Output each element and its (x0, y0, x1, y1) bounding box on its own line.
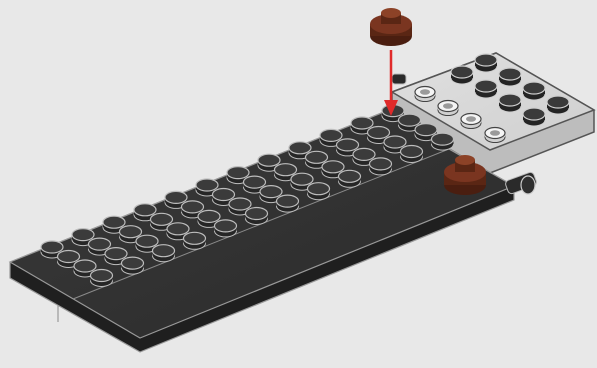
floating-plate-stud-top (381, 8, 401, 18)
stud (475, 54, 497, 72)
connector-pin (505, 171, 538, 194)
stud (153, 245, 175, 262)
stud (339, 170, 361, 187)
stud (432, 133, 454, 150)
stud (246, 208, 268, 225)
dark-long-plate (10, 105, 514, 352)
stud (499, 94, 521, 112)
stud-hole (490, 130, 500, 136)
stud (401, 146, 423, 163)
stud (277, 195, 299, 212)
stud (451, 66, 473, 84)
stud-hole (466, 116, 476, 122)
pin-head (521, 176, 535, 194)
rear-pin-body (392, 74, 406, 84)
stud-hole (420, 89, 430, 95)
stud (91, 270, 113, 287)
connector-pin-rear (392, 74, 406, 84)
stud (215, 220, 237, 237)
stud (370, 158, 392, 175)
round-plate-icon (370, 8, 412, 46)
stud (475, 80, 497, 98)
round-plate-stud-top (455, 155, 475, 165)
stud (308, 183, 330, 200)
stud (184, 232, 206, 249)
stud (523, 82, 545, 100)
stud (547, 96, 569, 114)
stud (499, 68, 521, 86)
stud-hole (443, 103, 453, 109)
stud (122, 257, 144, 274)
stud (523, 108, 545, 126)
